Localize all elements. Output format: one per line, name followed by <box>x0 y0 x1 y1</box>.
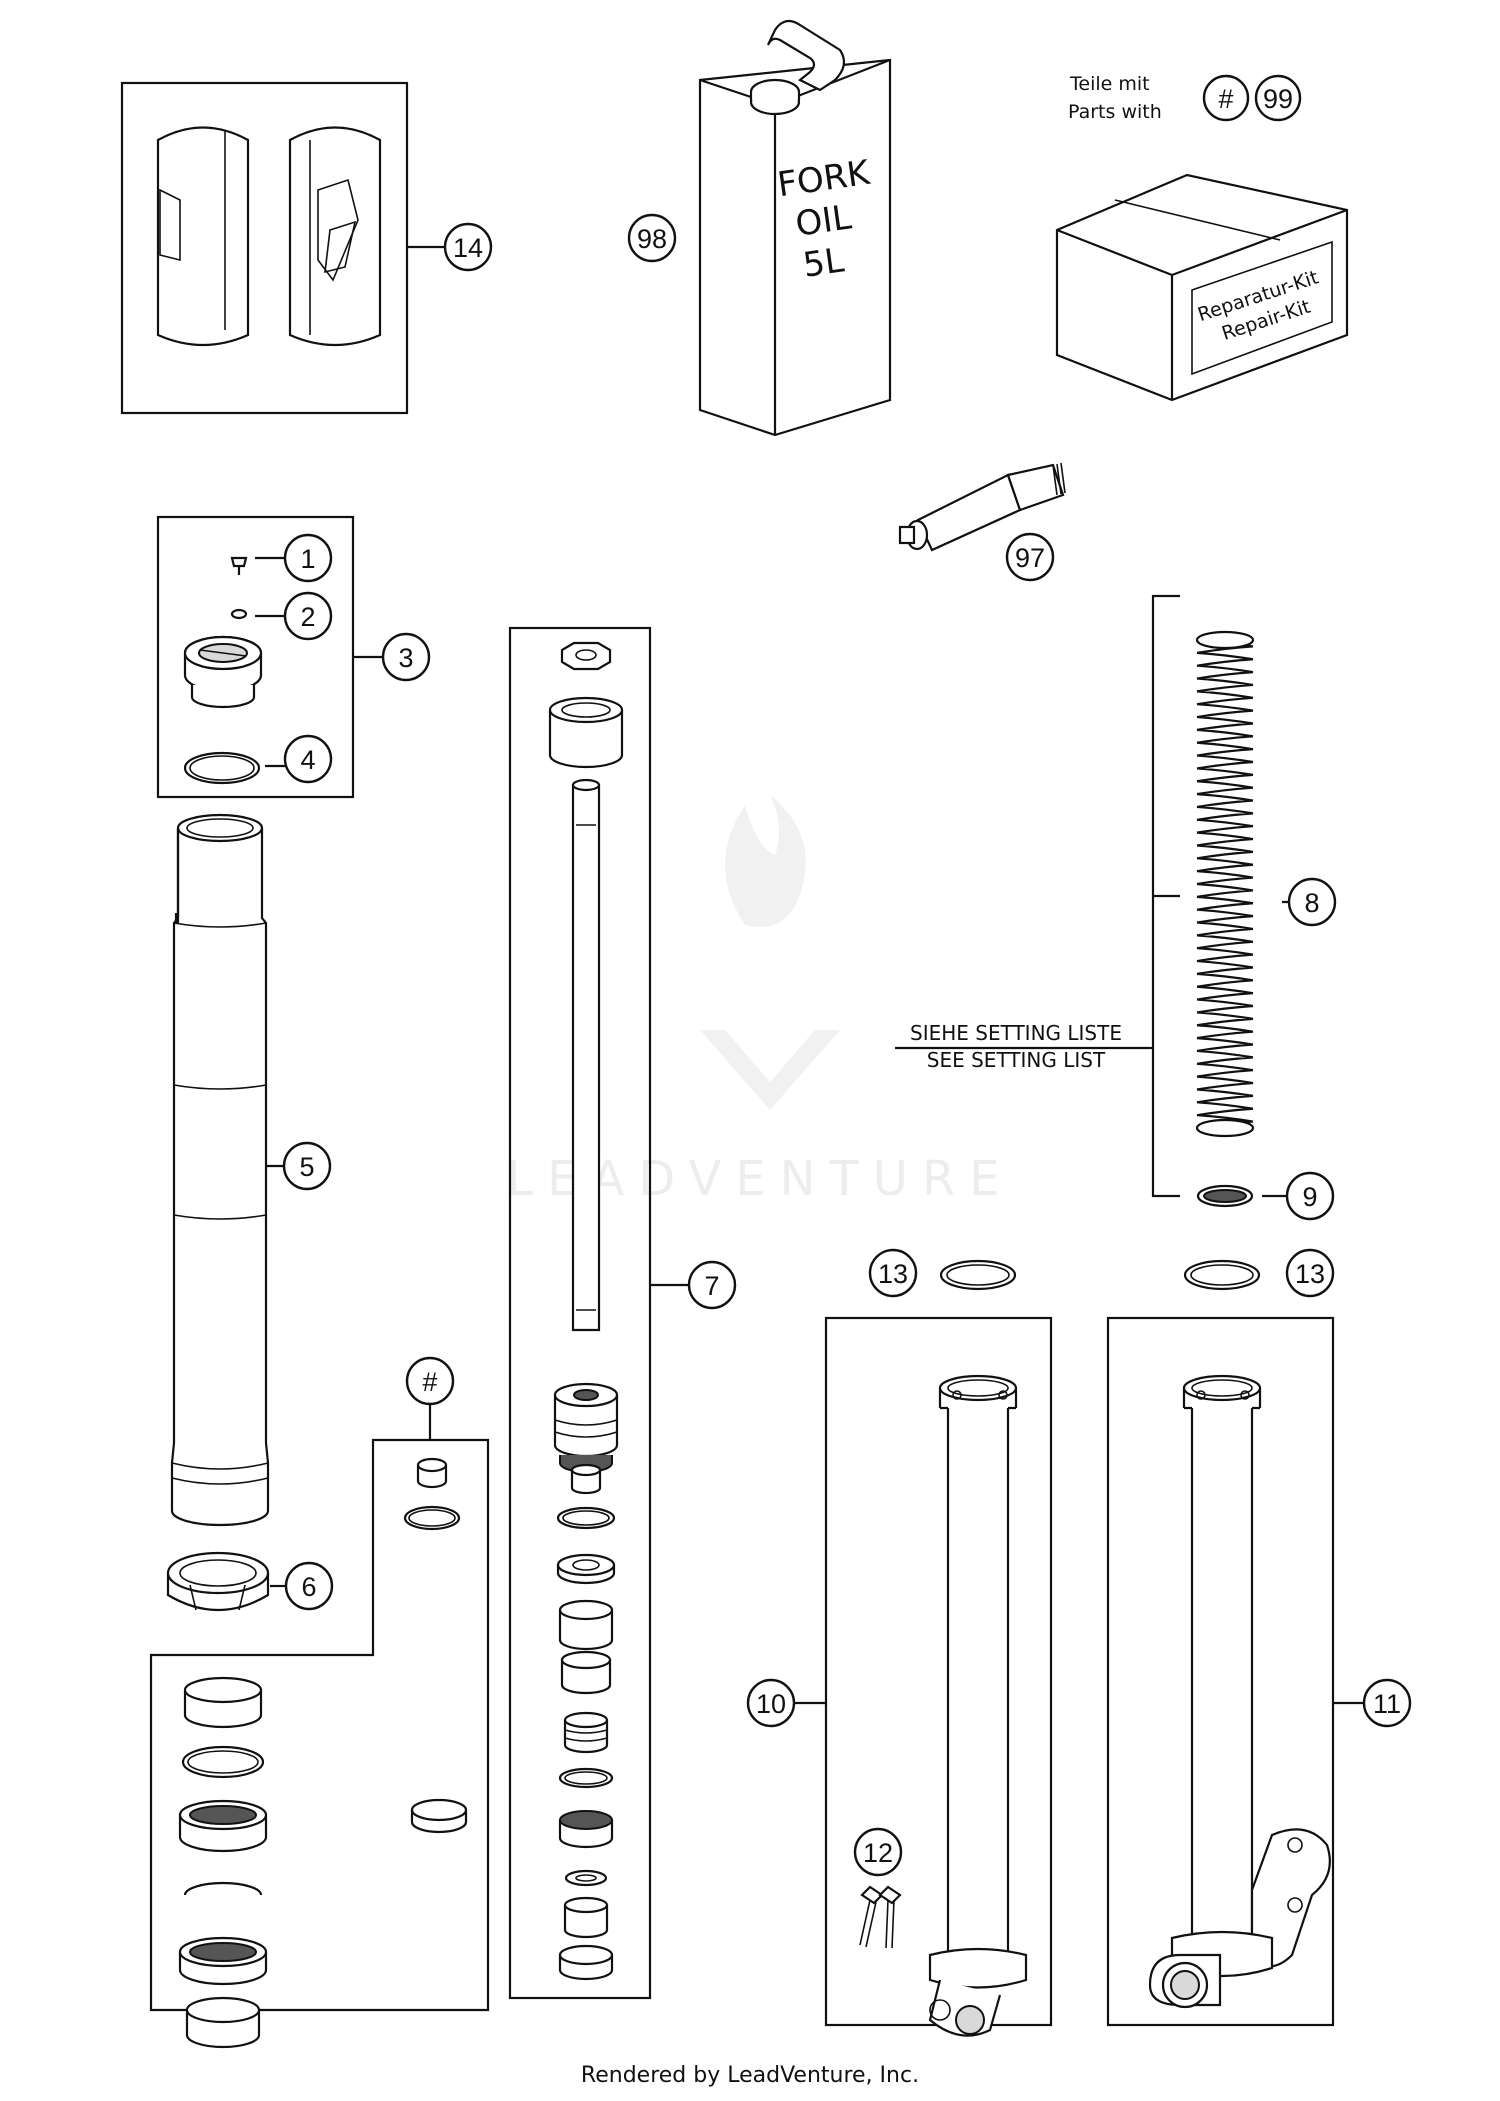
svg-text:8: 8 <box>1304 888 1319 918</box>
svg-text:10: 10 <box>756 1689 786 1719</box>
spring-setting-note: SIEHE SETTING LISTE SEE SETTING LIST <box>895 1021 1153 1072</box>
svg-text:12: 12 <box>863 1838 893 1868</box>
part-13-o-ring-right <box>1183 1259 1261 1291</box>
callout-9: 9 <box>1285 1171 1335 1221</box>
part-98-fork-oil-can: FORK OIL 5L <box>698 19 892 437</box>
part-7-damper-cartridge <box>508 626 689 2000</box>
svg-text:SEE SETTING LIST: SEE SETTING LIST <box>927 1048 1106 1072</box>
callout-5: 5 <box>282 1141 332 1191</box>
hash-group-seals-and-bushings <box>149 1404 490 2049</box>
svg-text:5L: 5L <box>801 240 847 285</box>
svg-text:Parts with: Parts with <box>1068 101 1162 123</box>
svg-text:#: # <box>422 1367 437 1397</box>
part-99-repair-kit-box: Reparatur-Kit Repair-Kit <box>1055 173 1349 402</box>
callout-7: 7 <box>687 1260 737 1310</box>
callout-11: 11 <box>1362 1678 1412 1728</box>
svg-text:2: 2 <box>300 602 315 632</box>
svg-text:7: 7 <box>704 1271 719 1301</box>
svg-text:#: # <box>1218 84 1233 114</box>
callout-2: 2 <box>283 591 333 641</box>
svg-text:11: 11 <box>1373 1689 1401 1719</box>
parts-legend: Teile mit Parts with # 99 <box>1068 73 1302 123</box>
callout-98: 98 <box>627 213 677 263</box>
callout-12: 12 <box>853 1827 903 1877</box>
svg-text:3: 3 <box>398 643 413 673</box>
svg-text:SIEHE SETTING LISTE: SIEHE SETTING LISTE <box>910 1021 1122 1045</box>
part-9-spring-seat <box>1196 1184 1286 1208</box>
part-13-o-ring-left <box>939 1259 1017 1291</box>
svg-text:98: 98 <box>637 224 667 254</box>
part-5-outer-tube <box>170 813 284 1527</box>
callout-10: 10 <box>746 1678 796 1728</box>
svg-text:OIL: OIL <box>793 197 854 244</box>
part-8-fork-spring <box>1151 594 1302 1198</box>
svg-text:97: 97 <box>1015 543 1045 573</box>
svg-text:9: 9 <box>1302 1182 1317 1212</box>
svg-text:5: 5 <box>299 1152 314 1182</box>
part-3-fork-cap-assembly <box>156 515 383 799</box>
svg-text:13: 13 <box>1295 1259 1325 1289</box>
part-14-decal-set <box>120 81 445 415</box>
svg-text:4: 4 <box>300 745 315 775</box>
callout-14: 14 <box>443 222 493 272</box>
part-11-inner-tube-right <box>1106 1316 1364 2027</box>
part-6-fork-protector-ring <box>166 1551 286 1611</box>
callout-hash-group: # <box>405 1356 455 1406</box>
part-10-inner-tube-left <box>794 1316 1053 2037</box>
callout-1: 1 <box>283 533 333 583</box>
callout-13-left: 13 <box>868 1248 918 1298</box>
callout-97: 97 <box>1005 532 1055 582</box>
callout-4: 4 <box>283 734 333 784</box>
svg-text:6: 6 <box>301 1572 316 1602</box>
svg-text:14: 14 <box>453 233 483 263</box>
svg-text:99: 99 <box>1263 84 1293 114</box>
footer-credit: Rendered by LeadVenture, Inc. <box>580 2063 920 2088</box>
callout-3: 3 <box>381 632 431 682</box>
svg-text:Teile mit: Teile mit <box>1069 73 1150 95</box>
callout-8: 8 <box>1287 877 1337 927</box>
part-97-grease-tube <box>898 462 1066 552</box>
callout-6: 6 <box>284 1561 334 1611</box>
part-12-screws <box>859 1885 902 1949</box>
callout-13-right: 13 <box>1285 1248 1335 1298</box>
svg-text:1: 1 <box>300 544 315 574</box>
svg-text:13: 13 <box>878 1259 908 1289</box>
